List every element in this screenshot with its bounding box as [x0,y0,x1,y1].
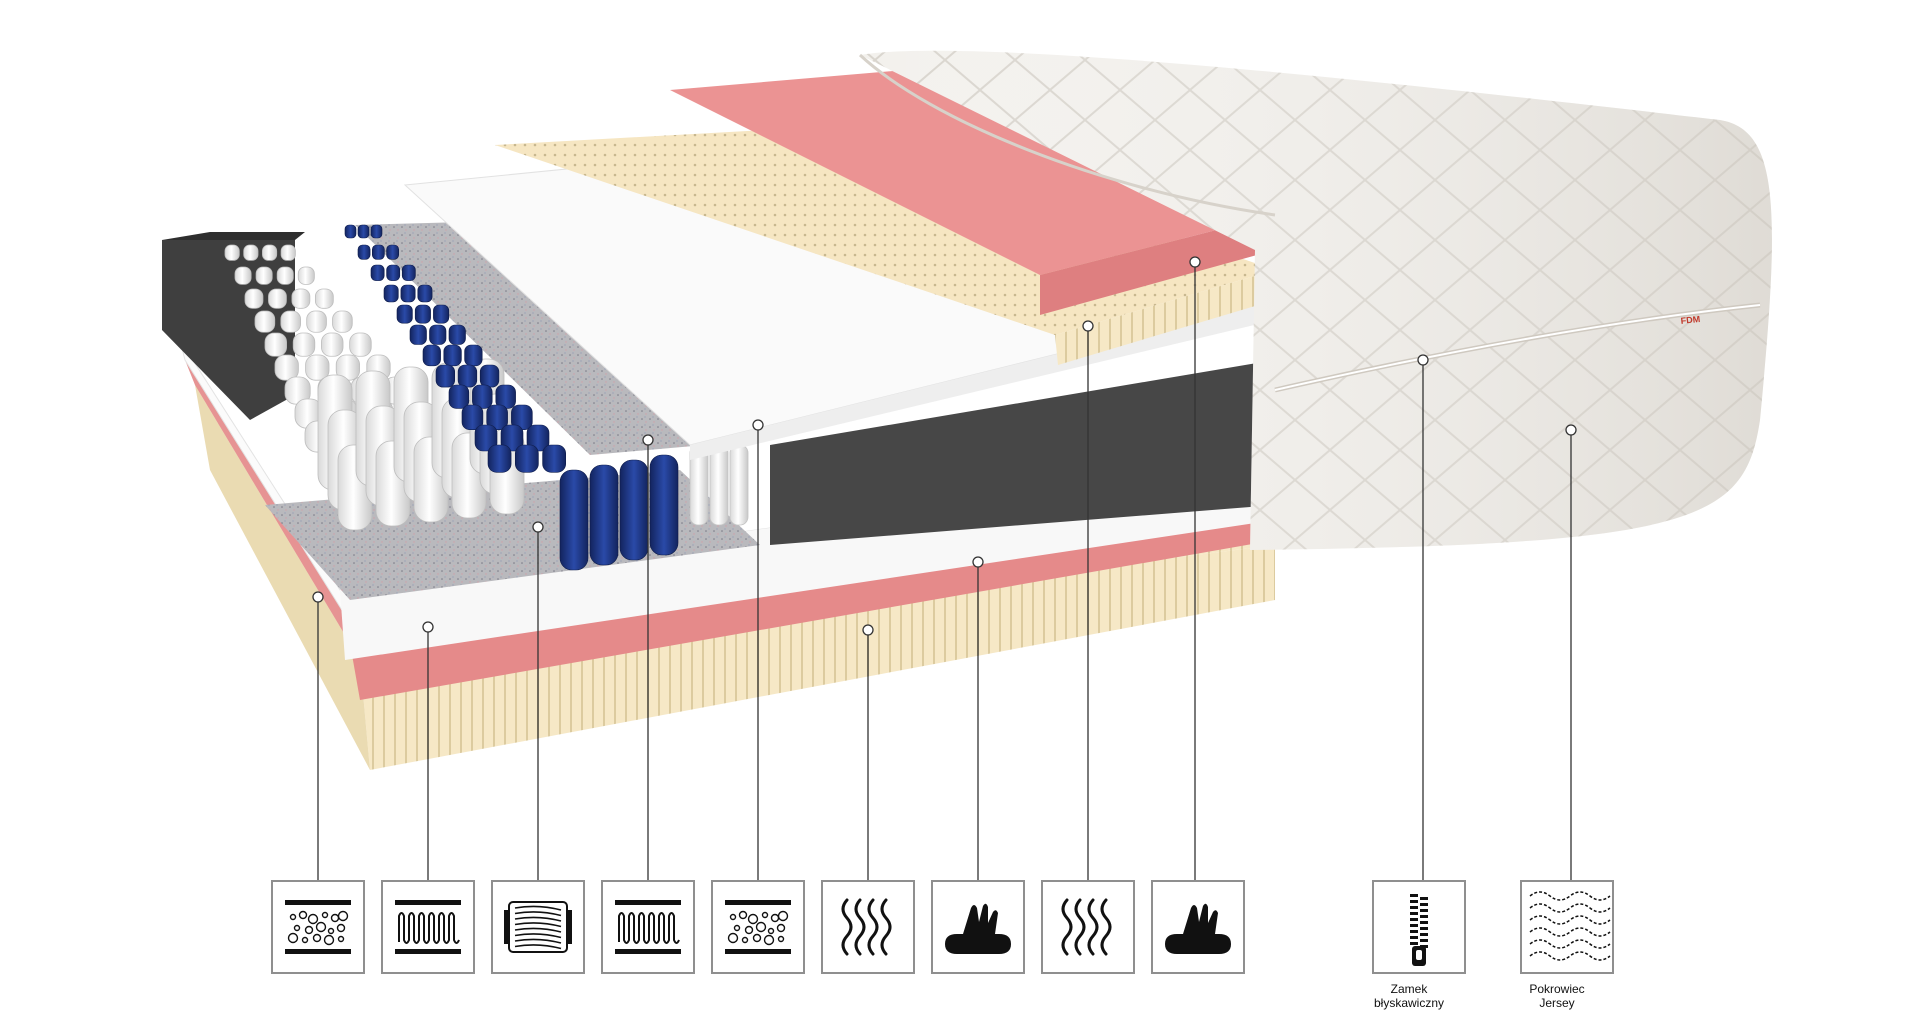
blue-spring [649,454,679,556]
blue-spring [472,384,493,409]
blue-spring [487,444,512,473]
white-spring [243,244,259,261]
cover-caption: Pokrowiec Jersey [1529,982,1585,1010]
white-spring [306,310,327,333]
blue-spring [409,324,427,345]
blue-spring [357,244,371,260]
white-spring [332,310,353,333]
callout-dot [312,591,324,603]
blue-spring [422,344,441,367]
blue-spring [414,304,431,324]
foam-bubbles-1-icon [271,880,365,974]
callout-dot [862,624,874,636]
callout-lines [312,256,1577,880]
blue-spring [357,224,370,239]
springs-2-icon [601,880,695,974]
blue-spring [464,344,483,367]
blue-spring [448,384,470,409]
blue-spring [559,469,589,571]
quilted-cover [858,50,1772,551]
blue-spring [401,264,416,281]
white-spring [264,332,287,357]
pocket-spring-icon [491,880,585,974]
callout-dot [422,621,434,633]
white-spring [224,244,240,261]
blue-spring [383,284,399,303]
blue-spring [589,464,619,566]
white-spring [297,266,315,285]
white-pocket-springs [224,244,749,531]
white-spring [292,332,316,357]
white-spring [280,244,296,261]
blue-spring [448,324,466,345]
white-spring [305,354,330,381]
callout-dot [532,521,544,533]
blue-spring [619,459,649,561]
white-spring [261,244,278,261]
blue-spring [479,364,500,388]
felt-top [355,222,705,455]
blue-spring [371,244,385,260]
white-spring [280,310,301,333]
white-spring [274,354,299,381]
white-spring [291,288,311,309]
white-spring [255,266,273,285]
blue-spring [443,344,462,367]
blue-spring [370,264,385,281]
white-spring [709,444,729,526]
blue-spring [429,324,447,345]
springs-1-icon [381,880,475,974]
blue-spring [542,444,566,473]
pink-memory-foam [670,70,1275,315]
callout-dot [1565,424,1577,436]
waves-1-icon [821,880,915,974]
blue-spring [457,364,478,388]
white-spring [729,444,749,526]
blue-spring [386,244,400,260]
blue-spring [500,424,524,452]
foam-bubbles-2-icon [711,880,805,974]
white-spring [276,266,294,285]
white-spring [244,288,264,309]
memory-hand-1-icon [931,880,1025,974]
callout-dot [972,556,984,568]
cover-icon [1520,880,1614,974]
dark-side-rail [162,232,305,420]
blue-spring [396,304,413,324]
zipper-caption: Zamek błyskawiczny [1373,982,1445,1010]
white-spring [314,288,334,309]
callout-dot [1417,354,1429,366]
brand-tag: FDM [1680,313,1701,326]
callout-dot [752,419,764,431]
memory-hand-2-icon [1151,880,1245,974]
white-spring [321,332,344,357]
blue-spring [474,424,498,452]
white-spring [234,266,252,285]
blue-spring [417,284,433,303]
callout-dot [1082,320,1094,332]
blue-spring [400,284,416,303]
blue-spring [514,444,539,473]
white-spring [349,332,372,357]
blue-pocket-springs [344,224,679,571]
waves-2-icon [1041,880,1135,974]
callout-dot [1189,256,1201,268]
blue-spring [433,304,450,324]
blue-spring [370,224,383,239]
white-spring [254,310,276,333]
blue-spring [486,404,508,431]
white-spring [268,288,287,309]
blue-spring [435,364,456,388]
blue-spring [461,404,484,431]
blue-spring [386,264,401,281]
zipper-icon [1372,880,1466,974]
blue-spring [344,224,357,239]
callout-dot [642,434,654,446]
